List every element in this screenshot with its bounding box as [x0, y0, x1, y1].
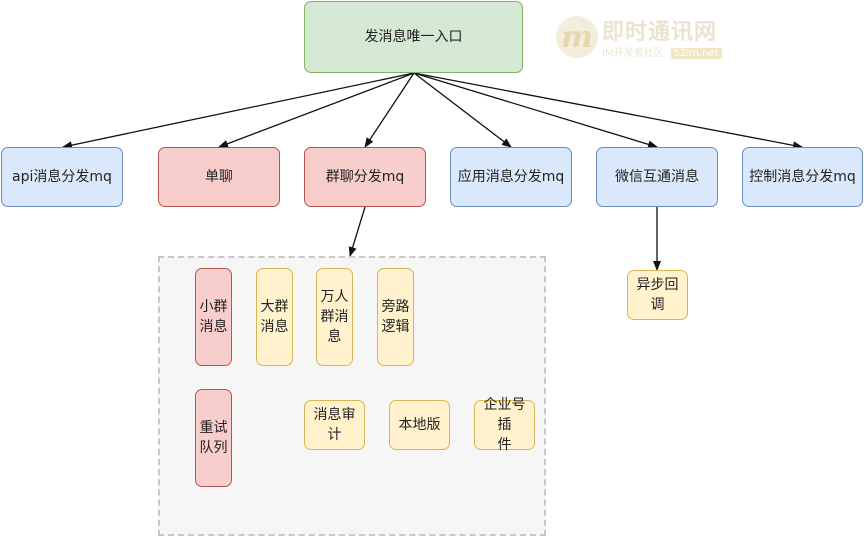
- node-control-mq-label: 控制消息分发mq: [749, 168, 856, 185]
- node-api-mq-label: api消息分发mq: [12, 168, 112, 185]
- logo-url: 52im.net: [670, 48, 722, 59]
- node-enterprise-plugin-line-2: 件: [497, 437, 512, 454]
- node-large-group-line-2: 消息: [260, 319, 289, 335]
- node-wechat-label: 微信互通消息: [615, 168, 699, 185]
- node-bypass-logic[interactable]: 旁路 逻辑: [377, 268, 414, 366]
- node-control-mq[interactable]: 控制消息分发mq: [742, 147, 863, 207]
- node-message-audit-label: 消息审计: [313, 406, 356, 443]
- node-large-group-line-1: 大群: [260, 298, 289, 315]
- node-enterprise-plugin-line-1: 企业号插: [483, 396, 526, 433]
- logo-mark-icon: m: [556, 16, 598, 58]
- node-small-group-label: 小群 消息: [200, 297, 228, 338]
- root-node[interactable]: 发消息唯一入口: [304, 1, 523, 73]
- node-api-mq[interactable]: api消息分发mq: [1, 147, 123, 207]
- node-small-group-line-2: 消息: [199, 319, 228, 335]
- node-single-chat[interactable]: 单聊: [158, 147, 280, 207]
- root-node-label: 发消息唯一入口: [364, 28, 463, 45]
- node-app-mq[interactable]: 应用消息分发mq: [450, 147, 572, 207]
- edge-group-mq-to-subsystem: [348, 206, 366, 257]
- watermark-logo: m 即时通讯网 IM开发者社区 52im.net: [556, 14, 756, 66]
- node-bypass-logic-line-1: 旁路: [381, 298, 410, 315]
- node-enterprise-plugin[interactable]: 企业号插 件: [474, 397, 535, 453]
- node-async-callback-label: 异步回调: [636, 276, 679, 313]
- node-huge-group-line-3: 息: [327, 329, 342, 346]
- logo-subtitle: IM开发者社区 52im.net: [602, 44, 722, 59]
- node-huge-group[interactable]: 万人 群消 息: [316, 268, 353, 366]
- node-retry-queue[interactable]: 重试 队列: [195, 389, 232, 487]
- node-group-mq-label: 群聊分发mq: [325, 168, 405, 185]
- node-large-group[interactable]: 大群 消息: [256, 268, 293, 366]
- node-wechat[interactable]: 微信互通消息: [596, 147, 718, 207]
- node-group-mq[interactable]: 群聊分发mq: [304, 147, 426, 207]
- node-huge-group-line-2: 群消: [320, 308, 349, 325]
- node-retry-queue-label: 重试 队列: [200, 418, 228, 459]
- edge-root-to-api-mq: [62, 72, 415, 150]
- node-retry-queue-line-1: 重试: [199, 419, 228, 436]
- node-huge-group-line-1: 万人: [320, 288, 349, 305]
- node-small-group[interactable]: 小群 消息: [195, 268, 232, 366]
- node-large-group-label: 大群 消息: [261, 297, 289, 338]
- edge-root-to-single-chat: [218, 72, 415, 148]
- edge-root-to-wechat: [413, 72, 658, 149]
- logo-subtitle-text: IM开发者社区: [602, 48, 664, 59]
- node-local-version[interactable]: 本地版: [389, 400, 450, 450]
- edge-root-to-control-mq: [413, 72, 803, 150]
- node-local-version-label: 本地版: [398, 416, 441, 433]
- logo-title: 即时通讯网: [602, 20, 718, 45]
- edge-root-to-app-mq: [413, 72, 512, 148]
- node-enterprise-plugin-label: 企业号插 件: [477, 395, 532, 456]
- edge-root-to-group-mq: [364, 72, 415, 148]
- node-retry-queue-line-2: 队列: [199, 440, 228, 456]
- node-bypass-logic-label: 旁路 逻辑: [382, 297, 410, 338]
- node-single-chat-label: 单聊: [205, 168, 233, 185]
- node-huge-group-label: 万人 群消 息: [321, 287, 349, 348]
- node-small-group-line-1: 小群: [199, 298, 228, 315]
- node-bypass-logic-line-2: 逻辑: [381, 319, 410, 335]
- node-app-mq-label: 应用消息分发mq: [457, 168, 565, 185]
- node-async-callback[interactable]: 异步回调: [627, 270, 688, 320]
- node-message-audit[interactable]: 消息审计: [304, 400, 365, 450]
